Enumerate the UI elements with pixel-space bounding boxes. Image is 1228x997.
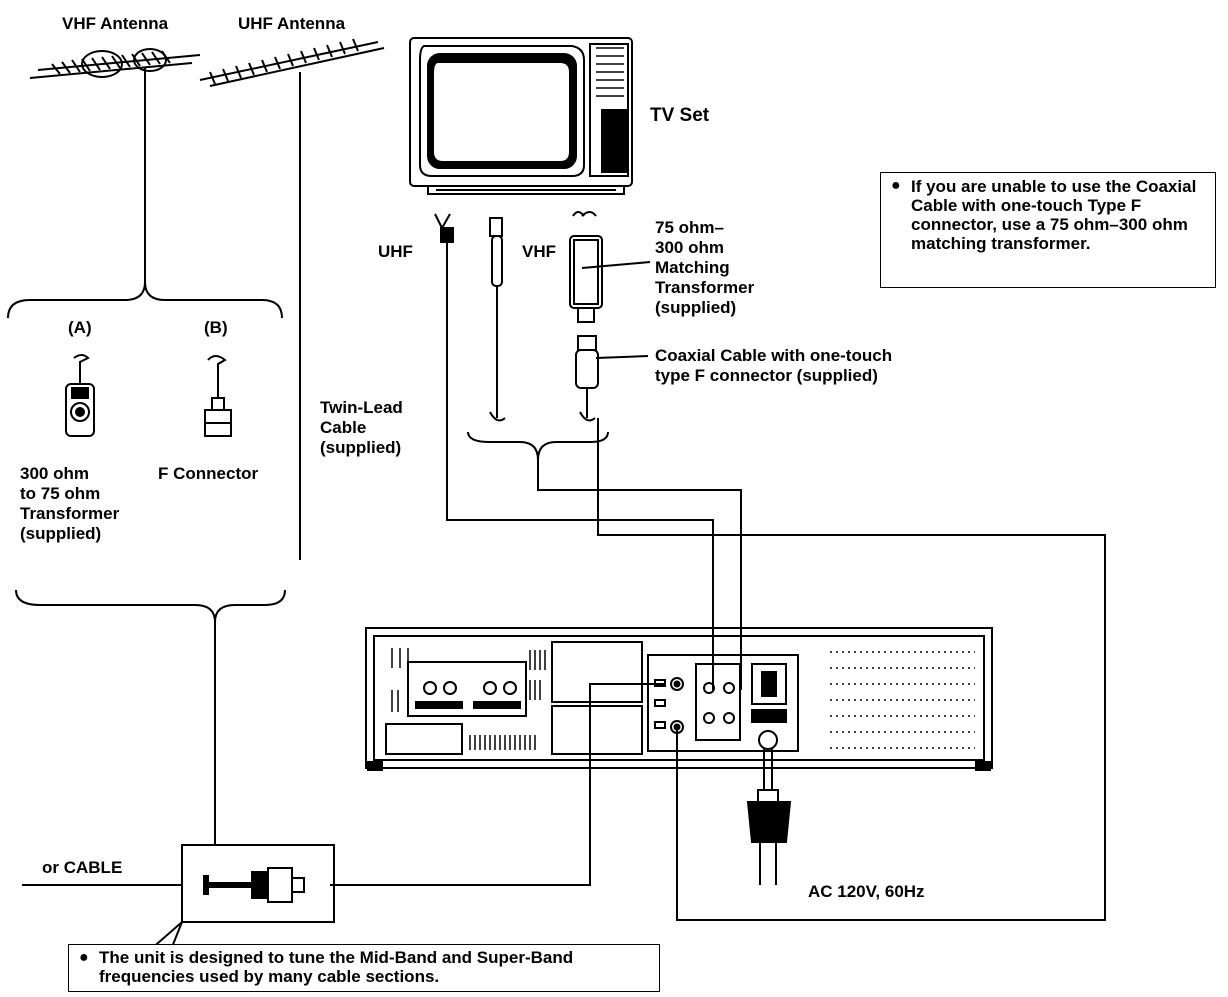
vhf-antenna-label: VHF Antenna <box>62 14 169 33</box>
ac-power-label: AC 120V, 60Hz <box>808 882 925 901</box>
or-cable-label: or CABLE <box>42 858 123 877</box>
vcr-back-panel <box>365 627 993 771</box>
coaxial-cable-label: Coaxial Cable with one-touch type F conn… <box>655 346 893 385</box>
twin-lead-label: Twin-Lead Cable (supplied) <box>320 398 403 457</box>
vhf-label: VHF <box>522 242 556 261</box>
bullet-icon: ● <box>79 949 89 966</box>
uhf-antenna-label: UHF Antenna <box>238 14 346 33</box>
bullet-icon: ● <box>891 177 901 194</box>
tv-set-label: TV Set <box>650 105 710 126</box>
vhf-antenna-illustration <box>29 48 201 282</box>
transformer-300-75-label: 300 ohm to 75 ohm Transformer (supplied) <box>20 464 120 543</box>
f-connector-icon <box>204 355 232 437</box>
uhf-antenna-illustration <box>199 38 385 560</box>
option-a-label: (A) <box>68 318 92 337</box>
uhf-label: UHF <box>378 242 413 261</box>
option-b-label: (B) <box>204 318 228 337</box>
tv-set-illustration <box>409 37 633 195</box>
cable-band-note: ● The unit is designed to tune the Mid-B… <box>68 944 660 992</box>
matching-transformer-label: 75 ohm– 300 ohm Matching Transformer (su… <box>655 218 755 317</box>
cable-note-text: The unit is designed to tune the Mid-Ban… <box>99 948 574 986</box>
f-connector-label: F Connector <box>158 464 259 483</box>
matching-transformer-note: ● If you are unable to use the Coaxial C… <box>880 172 1216 288</box>
matching-note-text: If you are unable to use the Coaxial Cab… <box>911 177 1197 253</box>
transformer-a-icon <box>65 354 95 437</box>
